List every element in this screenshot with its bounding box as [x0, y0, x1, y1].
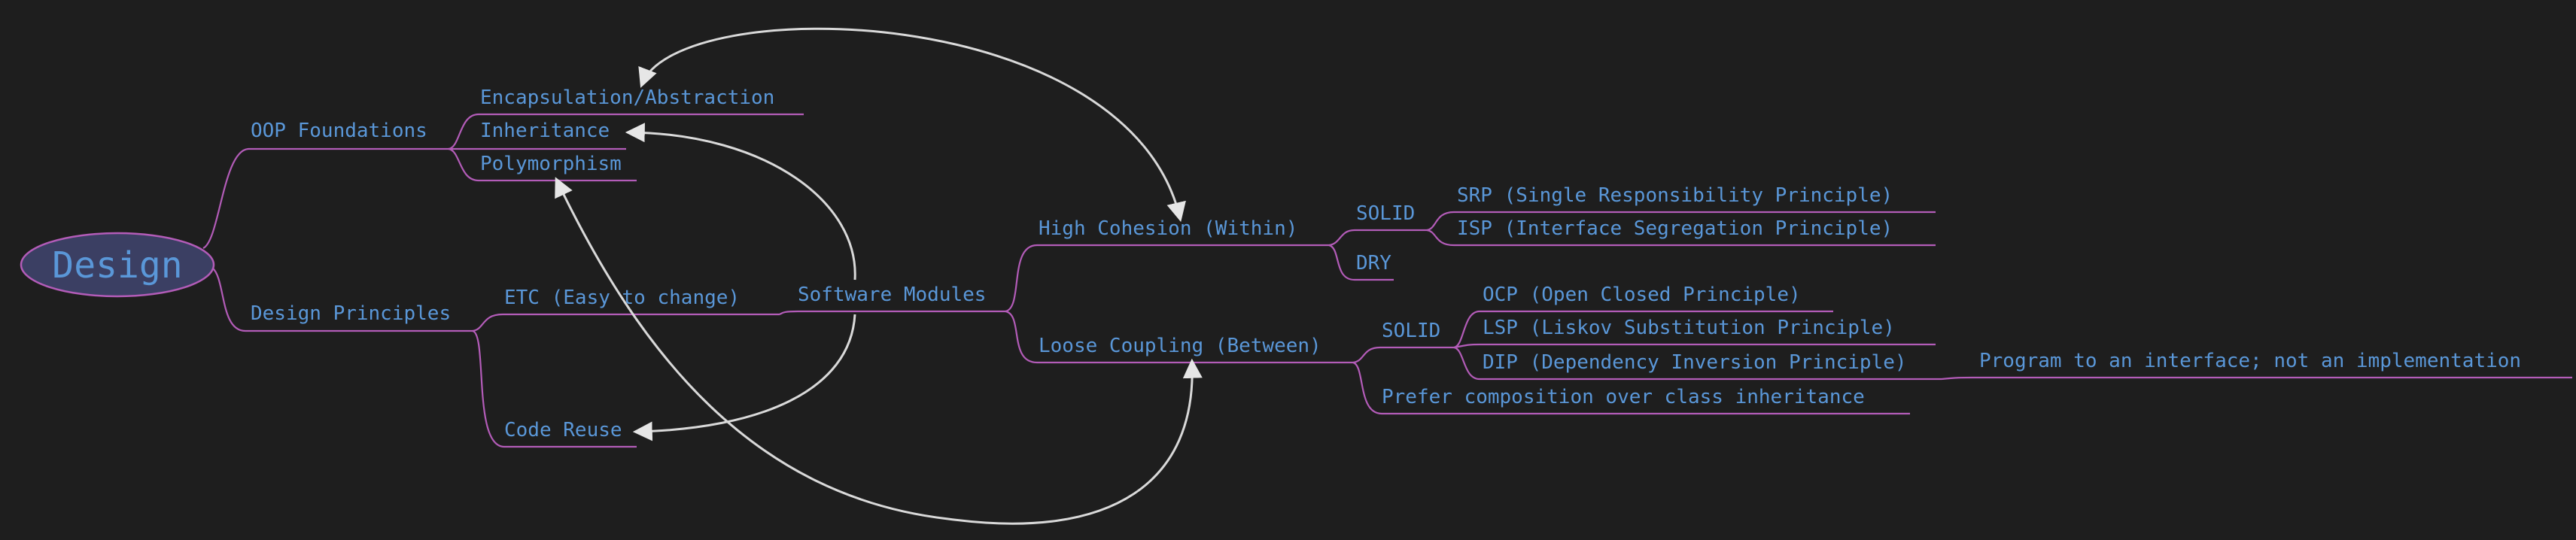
- branch-oop-polymorphism: [448, 147, 637, 182]
- node-oop-foundations[interactable]: OOP Foundations: [251, 120, 427, 142]
- branch-root-principles: [211, 267, 473, 332]
- relation-arrows: [555, 27, 1203, 525]
- branch-etc-modules: [779, 310, 1005, 315]
- branch-lines: [202, 113, 2572, 448]
- node-composition[interactable]: Prefer composition over class inheritanc…: [1382, 386, 1865, 408]
- arrow-encapsulation-cohesion: [638, 27, 1186, 223]
- arrow-modules-codereuse: [632, 314, 856, 441]
- branch-root-oop: [202, 147, 449, 249]
- branch-cohesion-dry: [1328, 244, 1394, 281]
- node-high-cohesion[interactable]: High Cohesion (Within): [1039, 217, 1297, 240]
- node-dip-note[interactable]: Program to an interface; not an implemen…: [1979, 350, 2521, 372]
- node-dry[interactable]: DRY: [1356, 252, 1391, 275]
- root-ellipse: [20, 232, 215, 298]
- root-label: Design: [52, 244, 182, 287]
- node-etc[interactable]: ETC (Easy to change): [504, 287, 740, 309]
- branch-modules-cohesion: [1005, 244, 1329, 313]
- node-lsp[interactable]: LSP (Liskov Substitution Principle): [1483, 317, 1895, 339]
- arrow-polymorphism-coupling: [555, 177, 1203, 525]
- node-software-modules[interactable]: Software Modules: [798, 284, 986, 306]
- branch-dip-note: [1941, 376, 2572, 381]
- branch-coupling-composition: [1352, 361, 1910, 415]
- branch-coupling-solid: [1352, 346, 1454, 364]
- branch-principles-etc: [472, 313, 780, 332]
- branch-principles-codereuse: [472, 329, 637, 448]
- node-coupling-solid[interactable]: SOLID: [1382, 320, 1440, 342]
- node-encapsulation-abstraction[interactable]: Encapsulation/Abstraction: [480, 86, 774, 109]
- node-ocp[interactable]: OCP (Open Closed Principle): [1483, 284, 1801, 306]
- branch-cohesion-solid: [1328, 229, 1427, 247]
- node-isp[interactable]: ISP (Interface Segregation Principle): [1457, 217, 1893, 240]
- node-srp[interactable]: SRP (Single Responsibility Principle): [1457, 184, 1893, 207]
- node-inheritance[interactable]: Inheritance: [480, 120, 610, 142]
- node-code-reuse[interactable]: Code Reuse: [504, 419, 622, 441]
- branch-solid1-srp: [1426, 211, 1936, 232]
- branch-solid2-lsp: [1453, 343, 1936, 349]
- node-dip[interactable]: DIP (Dependency Inversion Principle): [1483, 351, 1907, 374]
- branch-solid1-isp: [1426, 229, 1936, 247]
- arrow-modules-inheritance: [625, 123, 856, 281]
- branch-solid2-ocp: [1453, 310, 1833, 349]
- root-node[interactable]: Design: [20, 232, 215, 298]
- node-polymorphism[interactable]: Polymorphism: [480, 153, 622, 175]
- branch-oop-encapsulation: [448, 113, 804, 150]
- branch-solid2-dip: [1453, 346, 1942, 381]
- node-loose-coupling[interactable]: Loose Coupling (Between): [1039, 335, 1321, 357]
- node-design-principles[interactable]: Design Principles: [251, 302, 451, 325]
- node-cohesion-solid[interactable]: SOLID: [1356, 202, 1415, 225]
